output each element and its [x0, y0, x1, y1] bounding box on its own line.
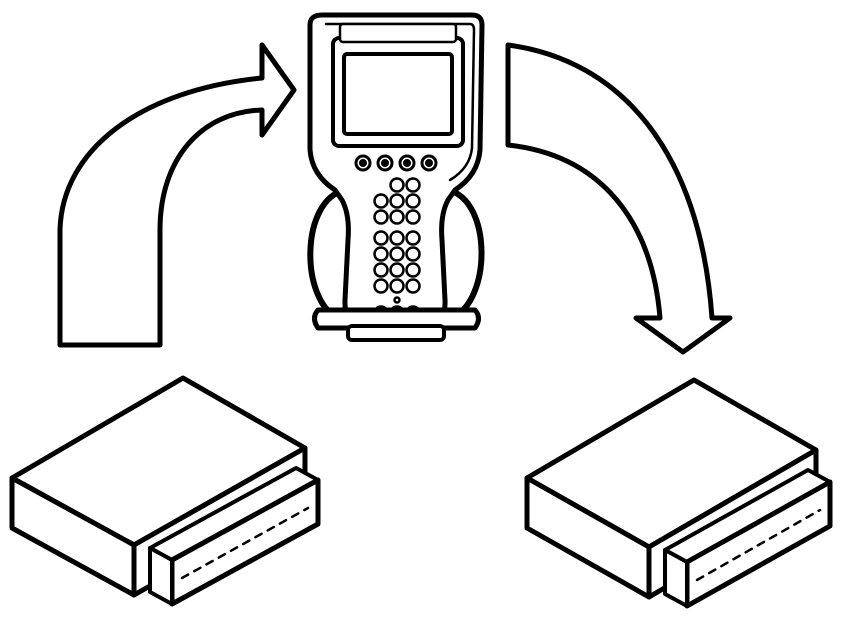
scan-tool-base [312, 307, 481, 331]
arrow-download [505, 42, 733, 355]
keypad-button [405, 209, 421, 225]
arrow-upload [57, 42, 297, 348]
scan-tool-handle-left [307, 187, 348, 321]
keypad-button [389, 209, 405, 225]
scan-tool-function-keys [354, 154, 438, 172]
keypad-button [373, 209, 389, 225]
keypad-button [405, 230, 421, 246]
keypad-button [405, 278, 421, 294]
keypad-button [389, 246, 405, 262]
source-module [9, 375, 321, 607]
keypad-button [389, 193, 405, 209]
keypad-button [405, 246, 421, 262]
keypad-button [373, 193, 389, 209]
keypad-dot [393, 296, 401, 304]
keypad-button [389, 262, 405, 278]
keypad-button [373, 230, 389, 246]
keypad-button [389, 177, 405, 193]
keypad-button [405, 262, 421, 278]
keypad-button [405, 193, 421, 209]
keypad-button [373, 262, 389, 278]
scan-tool-handle-right [445, 187, 485, 321]
target-module [524, 377, 833, 609]
keypad-button [373, 278, 389, 294]
keypad-button [373, 246, 389, 262]
scan-tool-screen [342, 52, 454, 136]
keypad-button [389, 230, 405, 246]
scan-tool [307, 12, 485, 342]
keypad-button [405, 177, 421, 193]
keypad-button [389, 278, 405, 294]
